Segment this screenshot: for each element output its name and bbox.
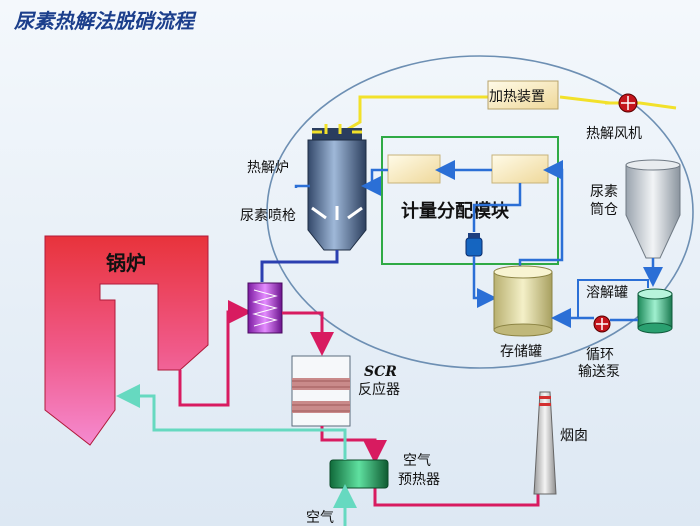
- reagent-system-ellipse: [266, 55, 694, 369]
- metering-unit-right: [491, 154, 549, 184]
- metering-module-frame: [381, 136, 559, 265]
- blower-label: 热解风机: [586, 126, 642, 142]
- heat-exchanger-coil: [252, 289, 278, 327]
- dissolving-tank: [637, 293, 673, 329]
- urea-silo-top: [625, 159, 681, 171]
- metering-pump-cap: [468, 233, 480, 238]
- scr-reactor: [291, 355, 351, 427]
- silo-label-2: 筒仓: [590, 201, 618, 218]
- urea-injector-icon: [311, 206, 363, 220]
- heater-inlet-line: [559, 95, 611, 105]
- pump-to-storage-line: [472, 256, 497, 308]
- scr-label-1: SCR: [364, 364, 397, 380]
- dissolve-tank-label: 溶解罐: [586, 285, 628, 301]
- pump-label-1: 循环: [586, 347, 614, 363]
- dissolving-tank-top: [637, 288, 673, 300]
- chimney-band-2: [539, 403, 551, 406]
- air-preheater-label-1: 空气: [403, 453, 431, 469]
- metering-to-pump-line: [472, 183, 522, 232]
- boiler-body: [44, 235, 209, 446]
- flue-gas-line-2: [282, 311, 334, 356]
- heater-outlet-line: [342, 95, 488, 134]
- pyrolysis-furnace: [307, 139, 367, 251]
- furnace-return-line: [294, 184, 310, 188]
- chimney-band-1: [539, 396, 551, 399]
- dissolving-tank-bottom: [637, 322, 673, 334]
- silo-label-1: 尿素: [590, 184, 618, 200]
- air-preheater: [329, 459, 389, 489]
- pump-label-2: 输送泵: [578, 364, 620, 380]
- furnace-inlet-arrows: [312, 124, 362, 134]
- heating-device: [487, 80, 559, 110]
- storage-tank-top: [493, 265, 553, 279]
- blower-blade: [621, 96, 635, 110]
- scr-catalyst-layer-2: [292, 401, 350, 413]
- metering-label: 计量分配模块: [401, 200, 510, 222]
- metering-pump-icon: [465, 237, 483, 257]
- circulation-pump-blade: [596, 318, 608, 330]
- air-preheater-label-2: 预热器: [398, 472, 440, 488]
- chimney: [533, 391, 557, 495]
- hot-air-loop-line: [605, 101, 677, 110]
- hot-air-to-boiler-line: [116, 384, 347, 460]
- storage-tank-label: 存储罐: [500, 344, 542, 360]
- furnace-outlet-line: [260, 250, 339, 282]
- furnace-label: 热解炉: [247, 160, 289, 176]
- injector-label: 尿素喷枪: [240, 207, 296, 224]
- heater-label: 加热装置: [489, 89, 545, 105]
- storage-tank: [493, 271, 553, 331]
- flue-gas-line-1: [178, 300, 252, 407]
- scr-label-2: 反应器: [358, 381, 400, 398]
- chimney-label: 烟囱: [560, 428, 588, 444]
- storage-tank-bottom: [493, 323, 553, 337]
- boiler-label: 锅炉: [106, 251, 146, 275]
- scr-catalyst-layer-1: [292, 378, 350, 390]
- storage-to-metering-line: [518, 160, 564, 268]
- flue-gas-line-3: [320, 426, 387, 464]
- air-inlet-label: 空气: [306, 510, 334, 526]
- metering-unit-left: [387, 154, 441, 184]
- flue-gas-line-4: [373, 488, 540, 507]
- solution-to-furnace-line: [361, 168, 388, 196]
- pyrolysis-furnace-top: [312, 128, 362, 140]
- dissolve-recirc-line: [577, 279, 649, 318]
- urea-silo: [625, 164, 681, 259]
- page-title: 尿素热解法脱硝流程: [13, 9, 197, 33]
